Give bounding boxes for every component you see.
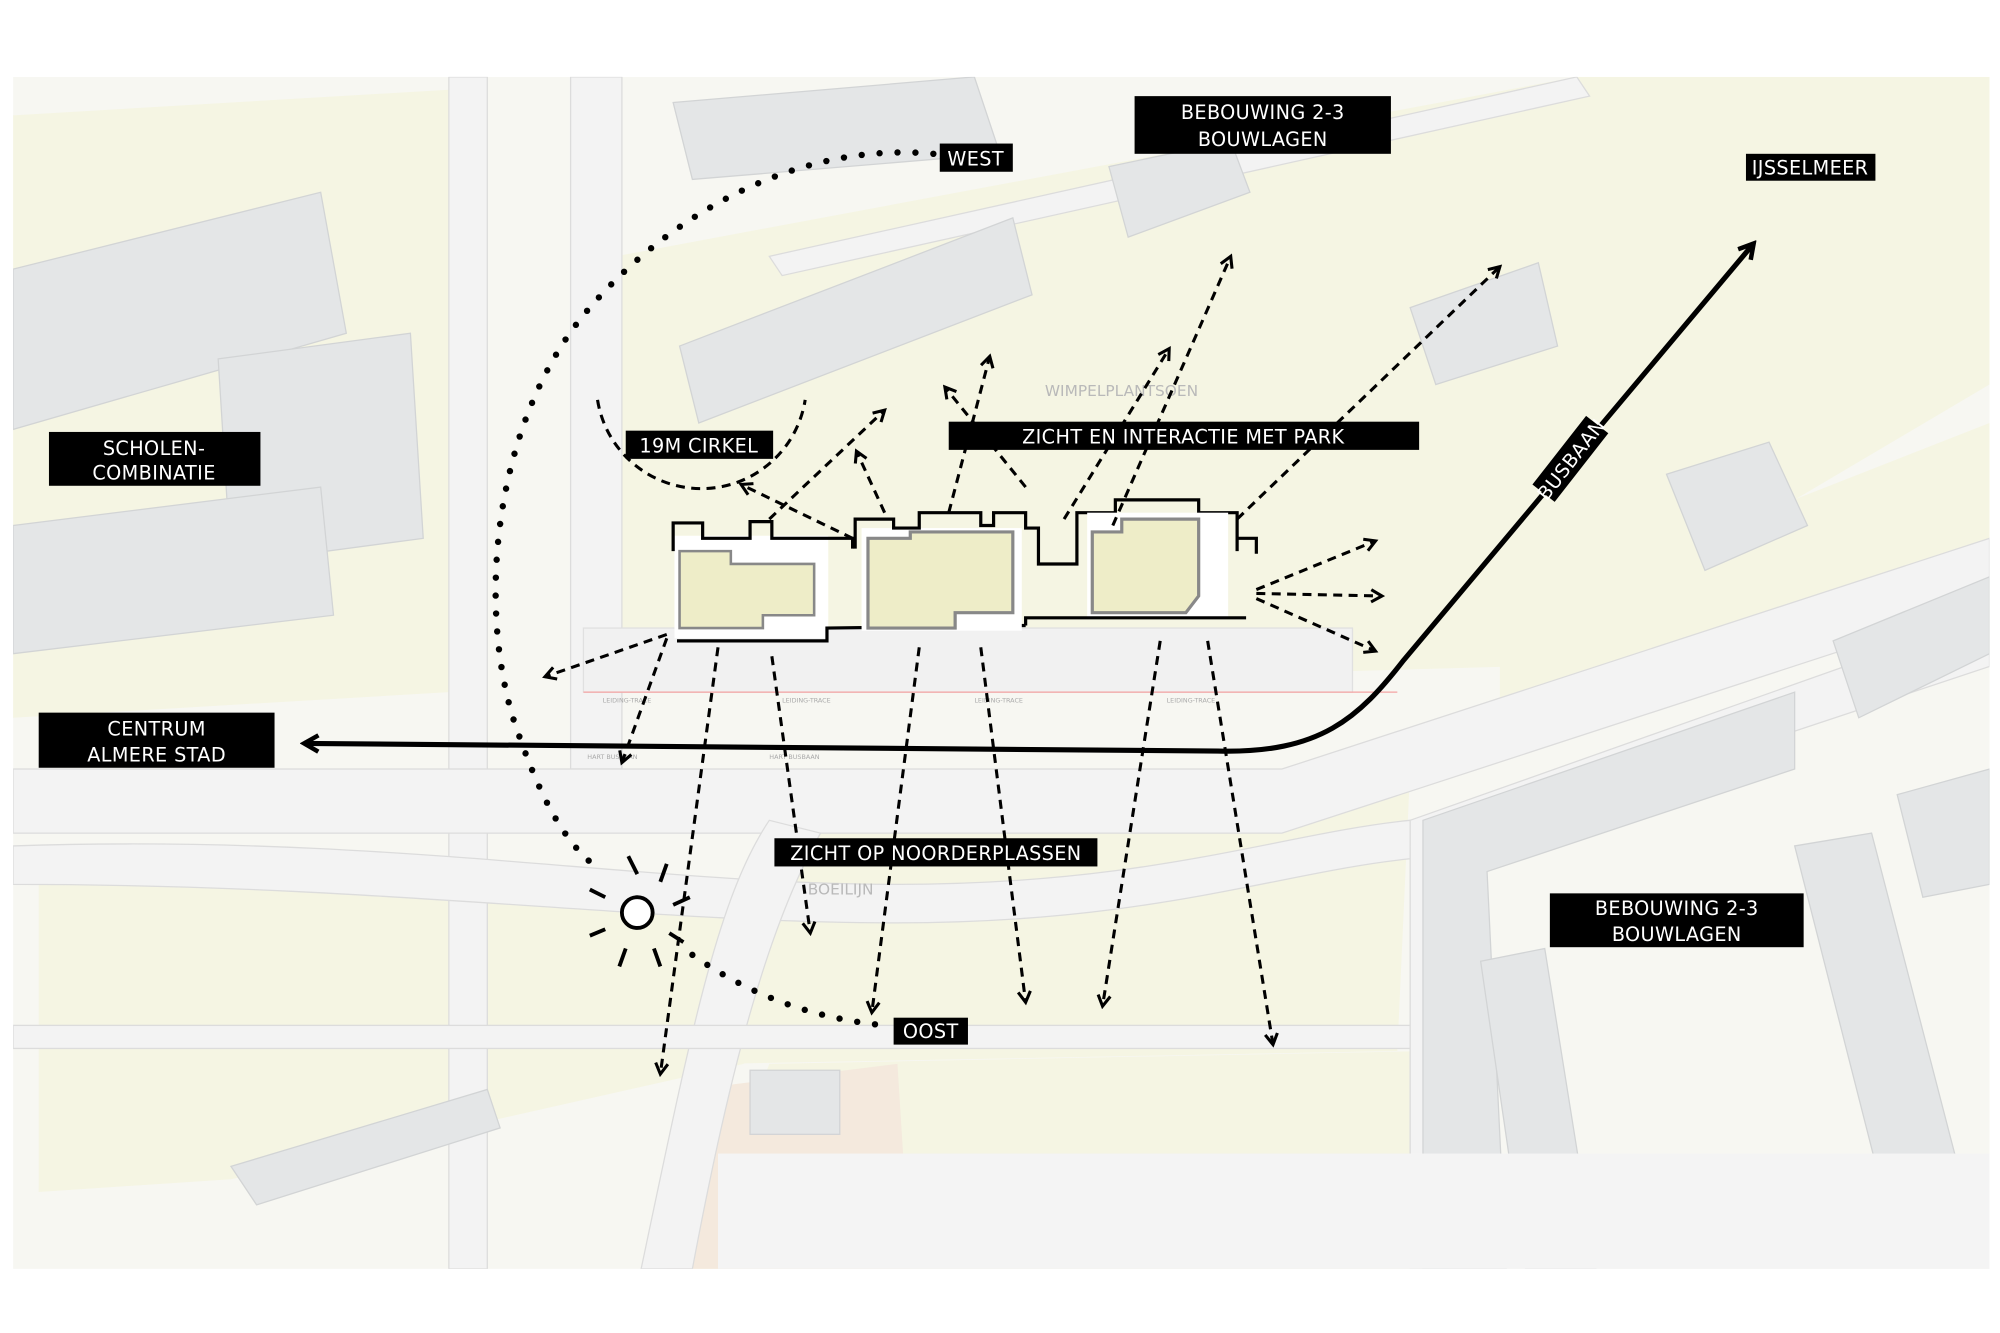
label-bebouwing-north: BEBOUWING 2-3 BOUWLAGEN	[1134, 96, 1391, 154]
label-text: ZICHT OP NOORDERPLASSEN	[790, 842, 1081, 865]
label-text: BOUWLAGEN	[1198, 128, 1328, 151]
building	[1896, 768, 1990, 898]
label-text: BEBOUWING 2-3	[1595, 897, 1759, 920]
building	[1422, 691, 1796, 1269]
label-text: BEBOUWING 2-3	[1181, 101, 1345, 124]
label-text: IJSSELMEER	[1752, 156, 1869, 179]
sun-icon	[588, 855, 691, 968]
base-map: LEIDING-TRACE LEIDING-TRACE LEIDING-TRAC…	[13, 76, 1990, 1269]
label-west: WEST	[939, 143, 1013, 172]
label-bebouwing-south: BEBOUWING 2-3 BOUWLAGEN	[1549, 893, 1804, 948]
development-area	[718, 1153, 1990, 1269]
building	[229, 1088, 501, 1206]
leiding-trace-text: LEIDING-TRACE	[1167, 696, 1216, 704]
label-19m-cirkel: 19M CIRKEL	[625, 430, 774, 459]
label-text: BOUWLAGEN	[1612, 923, 1742, 946]
label-centrum: CENTRUM ALMERE STAD	[38, 712, 275, 768]
sight-line-arrow	[654, 647, 720, 1078]
sun-path-east	[689, 951, 888, 1029]
building-block-1	[678, 549, 816, 630]
building-block-3	[1090, 517, 1201, 615]
label-text: 19M CIRKEL	[639, 434, 758, 457]
hart-busbaan-text: HART BUSBAAN	[587, 753, 638, 761]
label-text: ZICHT EN INTERACTIE MET PARK	[1022, 425, 1344, 448]
label-text: WEST	[947, 147, 1004, 170]
boeilijn-text: BOEILIJN	[808, 881, 874, 899]
building	[749, 1069, 841, 1135]
label-text: OOST	[903, 1020, 959, 1043]
label-oost: OOST	[893, 1017, 968, 1045]
label-text: COMBINATIE	[92, 461, 215, 484]
hart-busbaan-text: HART BUSBAAN	[769, 753, 820, 761]
label-text: CENTRUM	[107, 718, 205, 741]
label-zicht-park: ZICHT EN INTERACTIE MET PARK	[948, 421, 1420, 450]
busbaan-line	[304, 244, 1754, 754]
label-zicht-noorderplassen: ZICHT OP NOORDERPLASSEN	[774, 838, 1098, 867]
building	[1832, 576, 1990, 719]
leiding-trace-text: LEIDING-TRACE	[782, 696, 831, 704]
label-text: ALMERE STAD	[87, 743, 226, 766]
label-text: SCHOLEN-	[103, 437, 205, 460]
building-block-2	[866, 530, 1015, 630]
sight-line-arrow	[979, 647, 1032, 1006]
label-scholencombinatie: SCHOLEN- COMBINATIE	[48, 431, 261, 486]
leiding-trace-text: LEIDING-TRACE	[974, 696, 1023, 704]
label-ijsselmeer: IJSSELMEER	[1745, 153, 1876, 181]
